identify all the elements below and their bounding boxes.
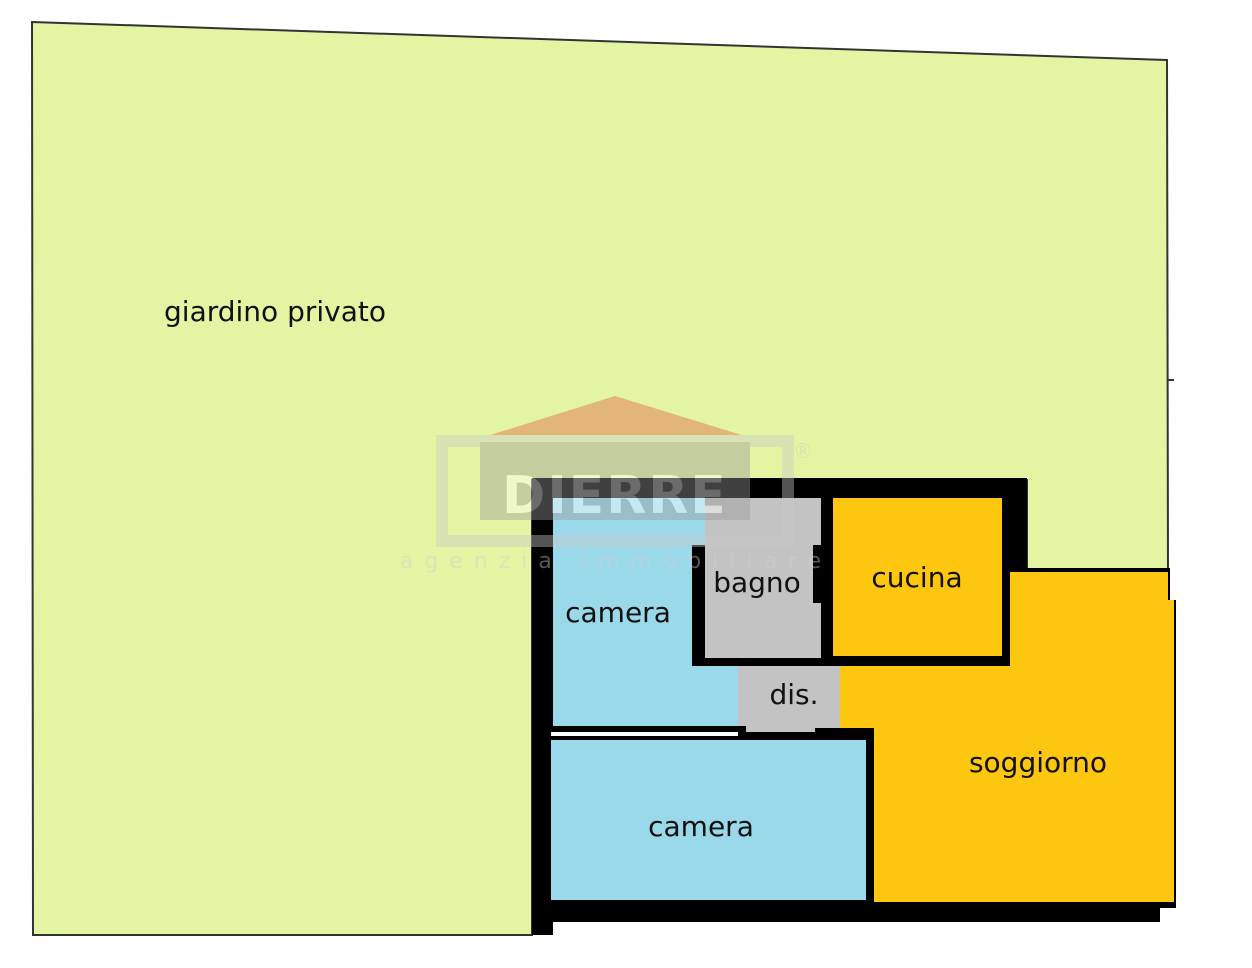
watermark-frame — [436, 435, 794, 547]
wall-bath-kitchen — [821, 498, 833, 666]
living-room-area — [840, 572, 1174, 902]
label-hallway: dis. — [769, 678, 818, 711]
watermark-roof-icon — [484, 396, 748, 437]
wall-kitchen-bottom-right — [960, 656, 1008, 666]
watermark-registered: ® — [793, 439, 813, 463]
bathroom-area — [705, 498, 821, 658]
watermark-panel — [480, 442, 750, 520]
label-bedroom-1: camera — [565, 596, 671, 629]
wall-bedroom-divider-right — [815, 728, 874, 740]
label-bathroom: bagno — [713, 566, 801, 599]
bedroom-2-area — [551, 740, 866, 900]
watermark-tagline: agenzia immobiliare — [400, 549, 832, 574]
wall-kitchen-right — [1002, 498, 1010, 666]
wall-bath-stub — [813, 545, 823, 603]
kitchen-area — [833, 498, 1002, 656]
label-kitchen: cucina — [871, 561, 962, 594]
label-living-room: soggiorno — [969, 746, 1107, 779]
wall-kitchen-bottom-left — [821, 656, 908, 666]
watermark: DIERRE ® agenzia immobiliare — [400, 396, 832, 574]
label-bedroom-2: camera — [648, 810, 754, 843]
hallway-area — [738, 666, 840, 732]
watermark-brand: DIERRE — [502, 466, 728, 526]
wall-bath-left — [692, 545, 705, 665]
wall-bedroom2-right — [866, 728, 874, 908]
wall-bedroom2-top-edge — [551, 732, 738, 736]
label-garden: giardino privato — [164, 295, 386, 328]
wall-bath-bottom — [692, 658, 738, 666]
